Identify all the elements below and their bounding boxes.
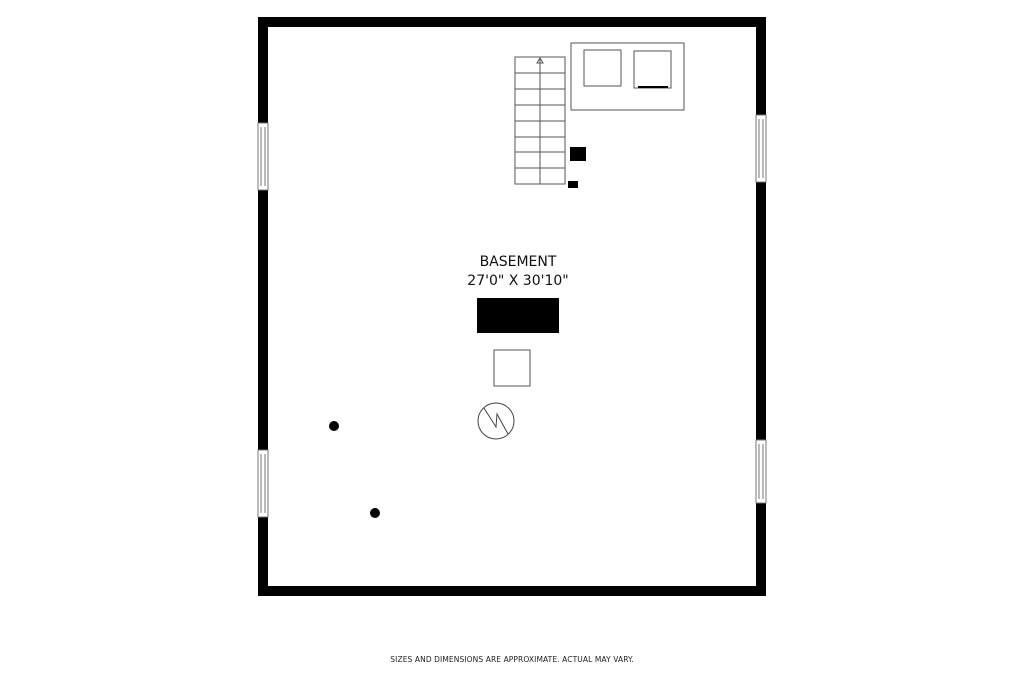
window-right-lower bbox=[755, 439, 767, 504]
support-post bbox=[329, 421, 339, 431]
staircase bbox=[514, 56, 566, 185]
electrical-panel bbox=[570, 147, 586, 161]
room-label: BASEMENT 27'0" X 30'10" bbox=[418, 253, 618, 291]
room-dimensions: 27'0" X 30'10" bbox=[467, 273, 569, 289]
exterior-walls bbox=[258, 17, 766, 596]
meter bbox=[568, 181, 578, 188]
window-left-lower bbox=[257, 449, 269, 518]
stair-arrow-icon bbox=[536, 57, 544, 64]
utility-unit bbox=[493, 349, 531, 387]
furnace bbox=[477, 298, 559, 333]
room-name: BASEMENT bbox=[479, 254, 557, 270]
window-left-upper bbox=[257, 122, 269, 191]
washer bbox=[583, 49, 622, 87]
dryer bbox=[633, 50, 672, 89]
laundry-area bbox=[570, 42, 685, 111]
window-right-upper bbox=[755, 114, 767, 183]
disclaimer: SIZES AND DIMENSIONS ARE APPROXIMATE. AC… bbox=[390, 655, 634, 664]
support-post bbox=[370, 508, 380, 518]
water-heater-icon bbox=[477, 402, 515, 440]
